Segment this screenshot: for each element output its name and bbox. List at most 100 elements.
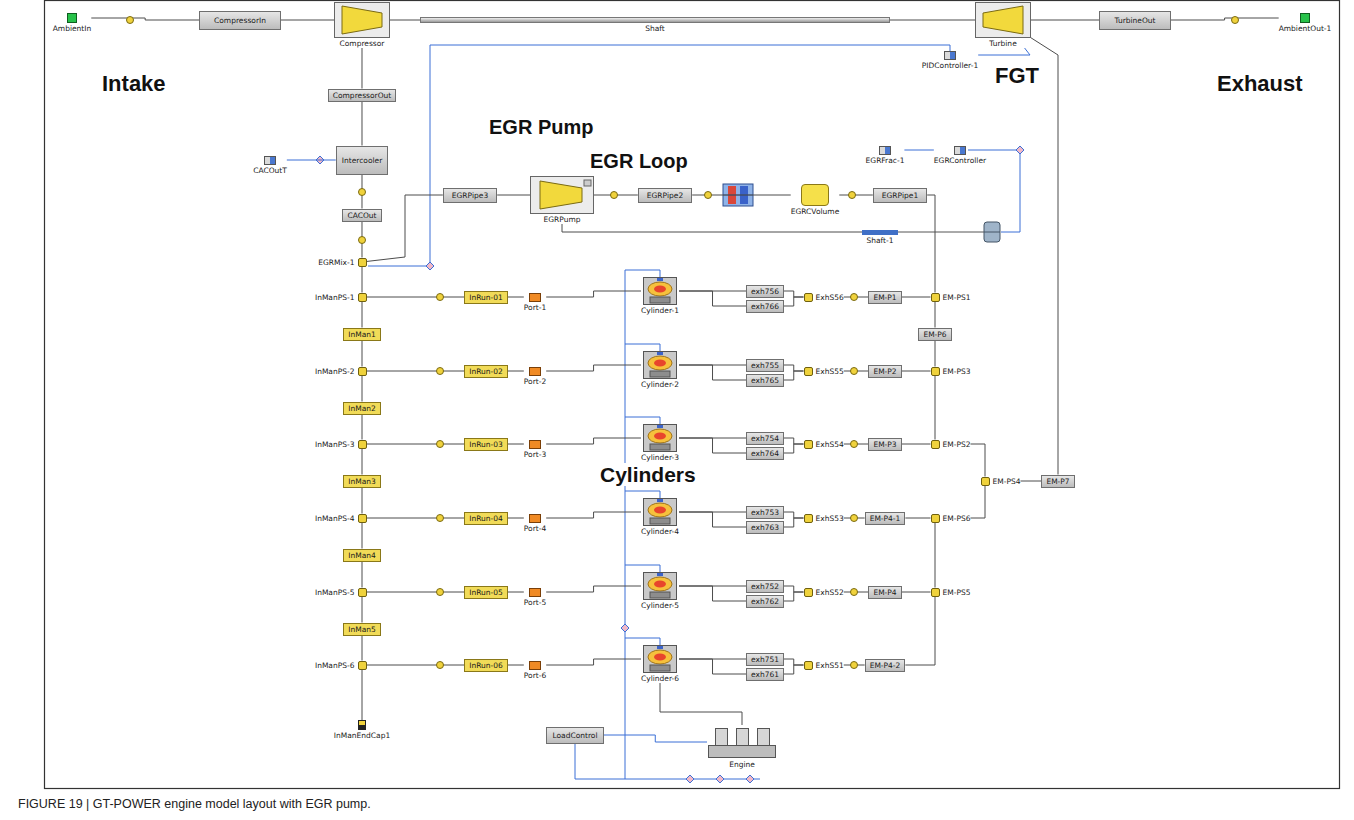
control-wire xyxy=(1001,154,1020,232)
cylinder-block: Cylinder-6 xyxy=(641,645,679,683)
injector-mark xyxy=(657,425,663,428)
flow-connector xyxy=(784,659,804,665)
amb-icon xyxy=(67,13,77,23)
flow-connector xyxy=(362,636,363,661)
orifice-symbol xyxy=(1232,17,1239,24)
pipe-element: exh766 xyxy=(746,300,784,313)
pipe-element: exh761 xyxy=(746,668,784,681)
flowsplit-junction: ExhS52 xyxy=(804,588,844,597)
flow-connector xyxy=(287,160,336,161)
component-label: ExhS55 xyxy=(816,367,844,376)
component-label: EM-PS6 xyxy=(943,514,971,523)
section-label: Cylinders xyxy=(598,463,698,486)
flowsplit-junction: ExhS55 xyxy=(804,367,844,376)
flow-connector xyxy=(904,150,933,151)
flow-connector xyxy=(546,586,641,592)
junc-icon xyxy=(358,440,367,449)
pipe-element: exh763 xyxy=(746,521,784,534)
flowsplit-junction: InManPS-5 xyxy=(315,588,367,597)
pipe-element: Intercooler xyxy=(336,146,389,175)
component-label: EM-P6 xyxy=(923,330,946,339)
component-label: InManEndCap1 xyxy=(334,731,390,740)
flow-connector xyxy=(1031,38,1058,475)
flowsplit-junction: EGRMix-1 xyxy=(318,258,366,267)
component-label: EGRPipe1 xyxy=(882,191,918,200)
cylinder-frame xyxy=(644,425,677,452)
runner-pipe: InRun-06 xyxy=(464,659,508,672)
bluebar-icon xyxy=(862,230,898,235)
signal-diamond xyxy=(621,624,629,632)
runner-pipe: InRun-04 xyxy=(464,512,508,525)
component-label: InManPS-4 xyxy=(315,514,355,523)
flow-connector xyxy=(784,371,804,380)
port-split: Port-2 xyxy=(524,367,546,386)
flow-connector xyxy=(362,523,363,549)
port-split: Port-5 xyxy=(524,588,546,607)
cylinder-block: Cylinder-1 xyxy=(641,277,679,315)
flowsplit-junction: ExhS51 xyxy=(804,661,844,670)
component-label: EM-P4 xyxy=(873,588,896,597)
flowsplit-junction: ExhS53 xyxy=(804,514,844,523)
flow-connector xyxy=(367,592,465,593)
pipe-element: exh751 xyxy=(746,653,784,666)
flow-connector xyxy=(367,665,465,666)
orifice-symbol xyxy=(849,192,856,199)
amb-icon xyxy=(1300,13,1310,23)
coupler-body xyxy=(984,222,1000,242)
compressor-wheel xyxy=(342,6,382,34)
signal-diamond xyxy=(426,262,434,270)
orifice-symbol xyxy=(437,515,444,522)
flowsplit-junction: EM-PS4 xyxy=(981,477,1021,486)
pipe-element: EM-P4-1 xyxy=(865,512,906,525)
piston-mark xyxy=(650,297,670,303)
piston-mark xyxy=(650,444,670,450)
flow-connector xyxy=(902,592,931,593)
split-icon xyxy=(529,514,541,523)
flame-core xyxy=(654,433,666,440)
flow-connector xyxy=(935,302,936,328)
controller-block: PIDController-1 xyxy=(922,51,978,70)
port-split: Port-1 xyxy=(524,293,546,312)
component-label: EGRCVolume xyxy=(791,207,840,216)
flow-connector xyxy=(362,488,363,514)
junc-icon xyxy=(931,367,940,376)
flowsplit-junction: InManPS-3 xyxy=(315,440,367,449)
cylinder-block: Cylinder-4 xyxy=(641,498,679,536)
component-label: EGRPump xyxy=(544,215,581,224)
component-label: CompressorOut xyxy=(333,91,392,100)
pump-icon xyxy=(530,176,594,214)
controller-block: EGRController xyxy=(934,146,986,165)
flow-connector xyxy=(970,444,985,477)
flow-connector xyxy=(508,371,524,372)
flowsplit-junction: EM-PS6 xyxy=(931,514,971,523)
injector-mark xyxy=(657,646,663,649)
junc-icon xyxy=(931,514,940,523)
pipe-element: exh764 xyxy=(746,447,784,460)
component-label: EM-PS2 xyxy=(943,440,971,449)
junc-icon xyxy=(931,293,940,302)
shaft-coupler xyxy=(984,222,1000,242)
orifice-symbol xyxy=(437,294,444,301)
cylinder-block: Cylinder-3 xyxy=(641,424,679,462)
component-label: InManPS-5 xyxy=(315,588,355,597)
orifice-symbol xyxy=(359,189,366,196)
section-label: EGR Loop xyxy=(588,150,690,172)
signal-diamond xyxy=(746,775,754,783)
shaft-element: Shaft xyxy=(420,17,890,33)
pipe-element: LoadControl xyxy=(546,727,603,744)
component-label: InMan3 xyxy=(348,477,376,486)
flow-connector xyxy=(508,518,524,519)
junc-icon xyxy=(804,514,813,523)
shaft-link xyxy=(898,232,984,233)
flow-connector xyxy=(679,438,746,453)
junc-icon xyxy=(358,367,367,376)
pump-wheel xyxy=(540,181,582,209)
component-label: EM-PS4 xyxy=(993,477,1021,486)
component-label: AmbientOut-1 xyxy=(1279,24,1332,33)
component-label: TurbineOut xyxy=(1114,16,1155,25)
component-label: EGRPipe3 xyxy=(452,191,488,200)
orifice-symbol xyxy=(851,368,858,375)
ambient-boundary: AmbientIn xyxy=(53,13,92,33)
control-wire xyxy=(625,270,660,277)
